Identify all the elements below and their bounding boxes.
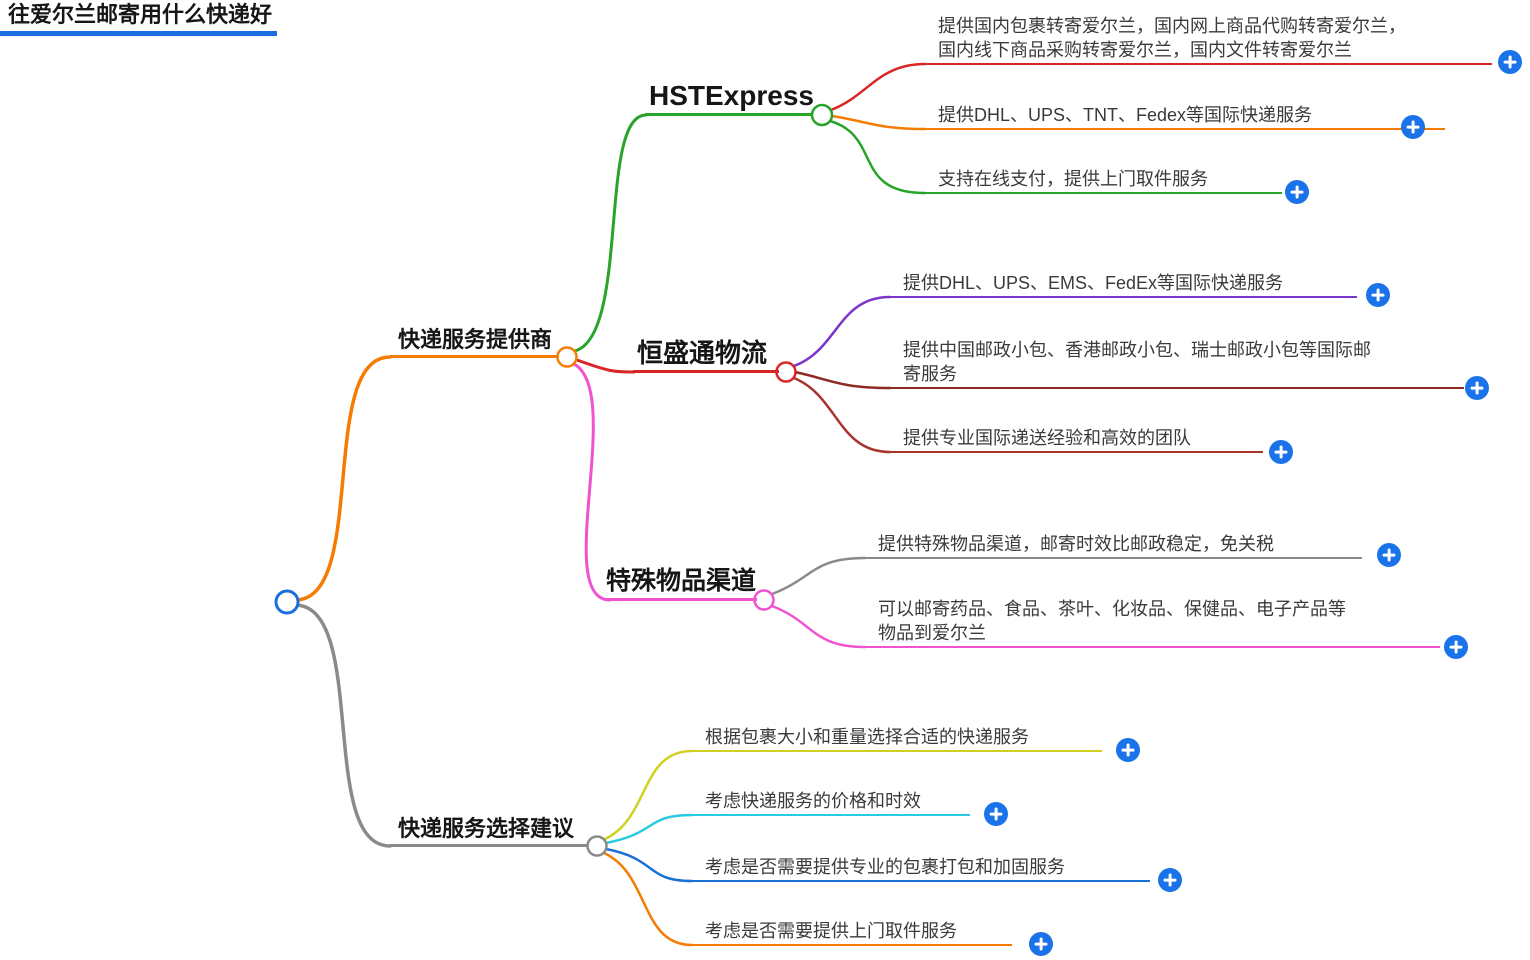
leaf-special-1-text: 可以邮寄药品、食品、茶叶、化妆品、保健品、电子产品等物品到爱尔兰 <box>878 599 1346 643</box>
node-hengshengtong[interactable]: 恒盛通物流 <box>633 337 779 373</box>
joint-providers-node[interactable] <box>556 346 578 368</box>
leaf-advice-0[interactable]: 根据包裹大小和重量选择合适的快递服务 <box>692 725 1102 752</box>
leaf-hst-0-text: 提供国内包裹转寄爱尔兰，国内网上商品代购转寄爱尔兰，国内线下商品采购转寄爱尔兰，… <box>938 16 1406 60</box>
leaf-hengshengtong-1[interactable]: 提供中国邮政小包、香港邮政小包、瑞士邮政小包等国际邮寄服务 <box>890 338 1464 389</box>
joint-advice-node[interactable] <box>586 835 608 857</box>
leaf-hst-2[interactable]: 支持在线支付，提供上门取件服务 <box>925 167 1282 194</box>
branch-providers-label: 快递服务提供商 <box>398 327 553 352</box>
plus-icon <box>1401 115 1425 139</box>
plus-icon <box>1444 635 1468 659</box>
add-child-button-advice-3[interactable] <box>1029 932 1053 956</box>
leaf-advice-3[interactable]: 考虑是否需要提供上门取件服务 <box>692 919 1012 946</box>
root-label: 往爱尔兰邮寄用什么快递好 <box>8 2 273 27</box>
edge-advice-leaf-2 <box>604 847 694 883</box>
leaf-hst-1[interactable]: 提供DHL、UPS、TNT、Fedex等国际快递服务 <box>925 103 1445 130</box>
joint-hengshengtong-node[interactable] <box>775 361 797 383</box>
leaf-advice-2-text: 考虑是否需要提供专业的包裹打包和加固服务 <box>705 857 1065 877</box>
leaf-advice-0-text: 根据包裹大小和重量选择合适的快递服务 <box>705 727 1029 747</box>
leaf-advice-3-text: 考虑是否需要提供上门取件服务 <box>705 921 957 941</box>
add-child-button-special-0[interactable] <box>1377 543 1401 567</box>
edge-special-leaf-1 <box>770 604 867 649</box>
leaf-special-1[interactable]: 可以邮寄药品、食品、茶叶、化妆品、保健品、电子产品等物品到爱尔兰 <box>865 597 1440 648</box>
joint-special-node[interactable] <box>753 589 775 611</box>
plus-icon <box>1377 543 1401 567</box>
edge-hengshengtong-leaf-2 <box>792 376 892 454</box>
node-special-label: 特殊物品渠道 <box>606 567 757 595</box>
leaf-advice-2[interactable]: 考虑是否需要提供专业的包裹打包和加固服务 <box>692 855 1150 882</box>
edge-root-advice <box>294 603 392 848</box>
leaf-hst-1-text: 提供DHL、UPS、TNT、Fedex等国际快递服务 <box>938 105 1313 125</box>
add-child-button-hst-2[interactable] <box>1285 180 1309 204</box>
add-child-button-advice-0[interactable] <box>1116 738 1140 762</box>
branch-providers-node[interactable]: 快递服务提供商 <box>390 326 558 358</box>
edge-providers-hengshengtong <box>575 358 636 374</box>
edge-hst-leaf-1 <box>830 114 927 131</box>
plus-icon <box>1158 868 1182 892</box>
leaf-special-0-text: 提供特殊物品渠道，邮寄时效比邮政稳定，免关税 <box>878 534 1274 554</box>
plus-icon <box>1366 283 1390 307</box>
plus-icon <box>1269 440 1293 464</box>
add-child-button-hst-1[interactable] <box>1401 115 1425 139</box>
leaf-hengshengtong-0-text: 提供DHL、UPS、EMS、FedEx等国际快递服务 <box>903 273 1284 293</box>
add-child-button-hst-0[interactable] <box>1498 50 1522 74</box>
edge-hengshengtong-leaf-1 <box>793 370 892 390</box>
leaf-advice-1[interactable]: 考虑快递服务的价格和时效 <box>692 789 970 816</box>
edge-hst-leaf-2 <box>828 119 927 195</box>
plus-icon <box>1285 180 1309 204</box>
add-child-button-hengshengtong-1[interactable] <box>1465 376 1489 400</box>
edge-providers-special <box>572 362 612 602</box>
plus-icon <box>1498 50 1522 74</box>
node-hengshengtong-label: 恒盛通物流 <box>637 338 768 368</box>
edge-hengshengtong-leaf-0 <box>792 295 892 368</box>
edge-root-providers <box>294 355 392 602</box>
edge-providers-hst <box>573 113 648 353</box>
add-child-button-advice-2[interactable] <box>1158 868 1182 892</box>
joint-hst-node[interactable] <box>810 103 834 127</box>
plus-icon <box>1465 376 1489 400</box>
leaf-hengshengtong-2[interactable]: 提供专业国际递送经验和高效的团队 <box>890 426 1263 453</box>
add-child-button-advice-1[interactable] <box>984 802 1008 826</box>
edge-special-leaf-0 <box>770 556 867 596</box>
edge-advice-leaf-0 <box>603 749 694 841</box>
leaf-hengshengtong-0[interactable]: 提供DHL、UPS、EMS、FedEx等国际快递服务 <box>890 271 1357 298</box>
leaf-advice-1-text: 考虑快递服务的价格和时效 <box>705 791 921 811</box>
plus-icon <box>1116 738 1140 762</box>
leaf-hst-0[interactable]: 提供国内包裹转寄爱尔兰，国内网上商品代购转寄爱尔兰，国内线下商品采购转寄爱尔兰，… <box>925 14 1492 65</box>
leaf-special-0[interactable]: 提供特殊物品渠道，邮寄时效比邮政稳定，免关税 <box>865 532 1362 559</box>
root-node[interactable]: 往爱尔兰邮寄用什么快递好 <box>0 0 277 36</box>
branch-advice-label: 快递服务选择建议 <box>398 816 575 841</box>
add-child-button-hengshengtong-0[interactable] <box>1366 283 1390 307</box>
node-hst[interactable]: HSTExpress <box>645 79 814 116</box>
node-special[interactable]: 特殊物品渠道 <box>604 565 757 601</box>
add-child-button-special-1[interactable] <box>1444 635 1468 659</box>
leaf-hengshengtong-2-text: 提供专业国际递送经验和高效的团队 <box>903 428 1191 448</box>
add-child-button-hengshengtong-2[interactable] <box>1269 440 1293 464</box>
joint-root-node[interactable] <box>274 589 300 615</box>
leaf-hengshengtong-1-text: 提供中国邮政小包、香港邮政小包、瑞士邮政小包等国际邮寄服务 <box>903 340 1371 384</box>
plus-icon <box>1029 932 1053 956</box>
edge-hst-leaf-0 <box>829 62 927 112</box>
leaf-hst-2-text: 支持在线支付，提供上门取件服务 <box>938 169 1208 189</box>
edge-advice-leaf-1 <box>604 813 694 845</box>
plus-icon <box>984 802 1008 826</box>
branch-advice-node[interactable]: 快递服务选择建议 <box>390 815 588 847</box>
node-hst-label: HSTExpress <box>649 80 814 111</box>
edge-advice-leaf-3 <box>602 851 694 947</box>
